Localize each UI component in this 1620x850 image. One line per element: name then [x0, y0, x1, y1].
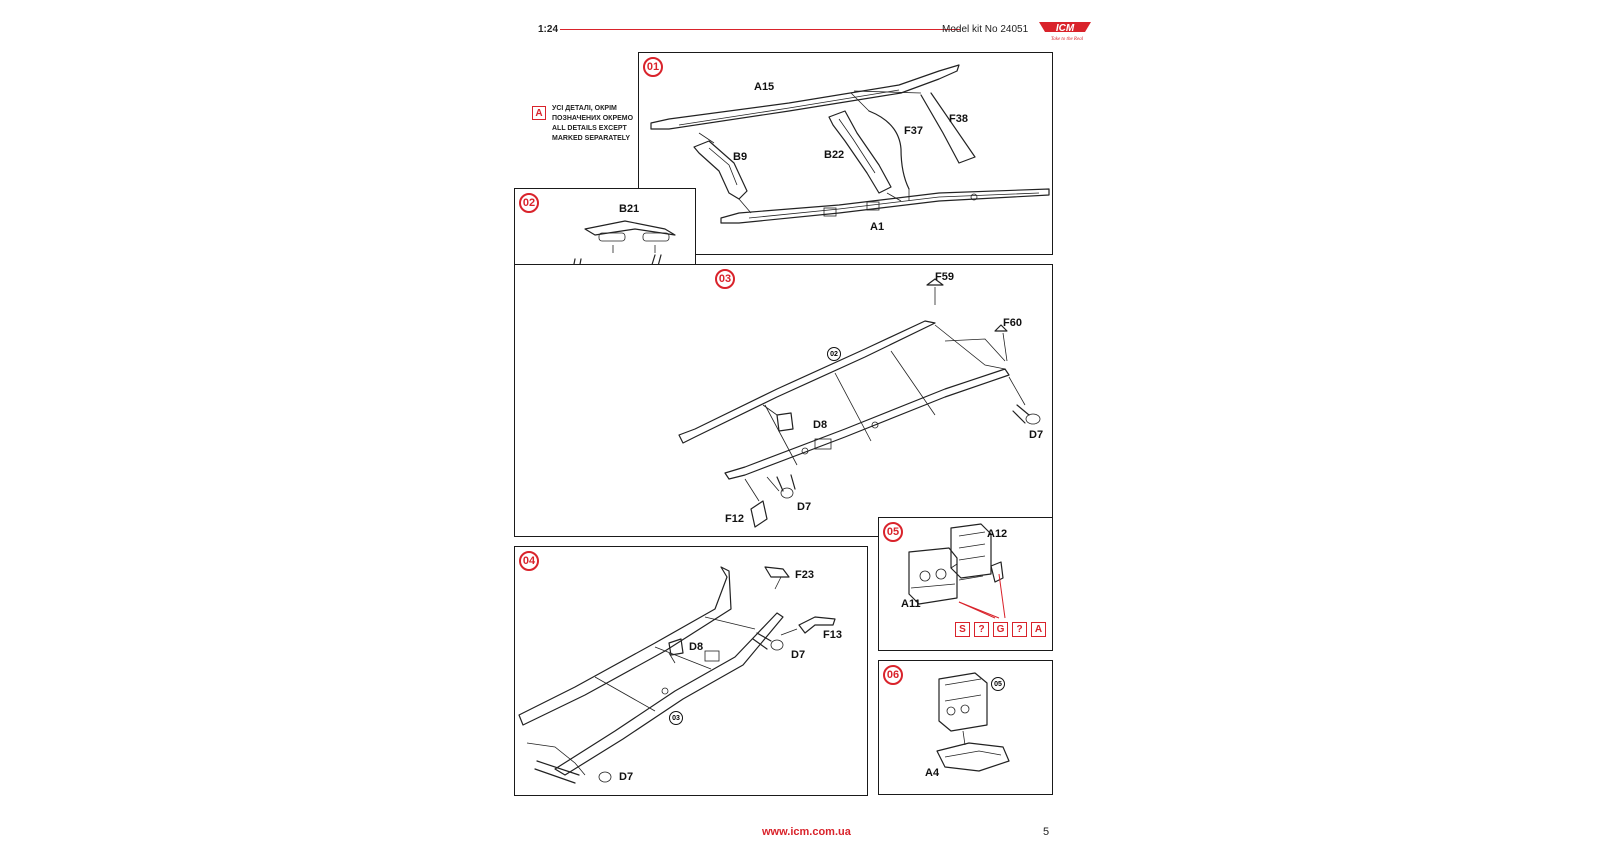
part-d7-label-lower: D7	[619, 771, 634, 783]
part-d7-label-right: D7	[1029, 429, 1044, 441]
part-a12-label: A12	[987, 528, 1008, 540]
page-number: 5	[1043, 826, 1050, 838]
part-a1-label: A1	[870, 221, 885, 233]
scale-label: 1:24	[538, 24, 559, 35]
step-01-drawing	[650, 64, 1050, 224]
part-d7-label-left: D7	[797, 501, 812, 513]
step-03-number: 03	[715, 269, 735, 289]
step-03-panel: 03 F59 F60 D8 D7 D7 F12 02	[514, 264, 1053, 537]
paint-code-unknown-1: ?	[974, 622, 989, 637]
paint-code-g: G	[993, 622, 1008, 637]
note-text: УСІ ДЕТАЛІ, ОКРІМ ПОЗНАЧЕНИХ ОКРЕМО ALL …	[552, 105, 634, 142]
part-f59-label: F59	[935, 271, 954, 283]
svg-text:ICM: ICM	[1056, 23, 1075, 34]
step-05-drawing	[908, 523, 1006, 619]
step-05-panel: 05 A12 A11 S ? G ? A	[878, 517, 1053, 651]
footer-website-link[interactable]: www.icm.com.ua	[762, 826, 851, 838]
step-06-drawing	[936, 672, 1010, 772]
part-f12-label: F12	[725, 513, 744, 525]
step-01-number: 01	[643, 57, 663, 77]
part-d8-label: D8	[689, 641, 704, 653]
step-03-drawing	[678, 278, 1041, 528]
step-06-panel: 06 A4 05	[878, 660, 1053, 795]
svg-text:Take to the Real: Take to the Real	[1051, 37, 1084, 42]
part-d8-label: D8	[813, 419, 828, 431]
step-05-number: 05	[883, 522, 903, 542]
instruction-page: 1:24 Model kit No 24051 ICM Take to the …	[514, 0, 1100, 850]
step-04-drawing	[518, 566, 836, 784]
step-04-ref: 03	[669, 711, 683, 725]
step-02-number: 02	[519, 193, 539, 213]
part-f23-label: F23	[795, 569, 814, 581]
paint-code-a: A	[1031, 622, 1046, 637]
part-d7-label-upper: D7	[791, 649, 806, 661]
part-b22-label: B22	[824, 149, 845, 161]
icm-logo-icon: ICM Take to the Real	[1039, 22, 1091, 42]
step-06-ref: 05	[991, 677, 1005, 691]
part-b21-label: B21	[619, 203, 640, 215]
step-06-number: 06	[883, 665, 903, 685]
note-badge: A	[532, 106, 546, 120]
part-f13-label: F13	[823, 629, 842, 641]
part-a11-label: A11	[901, 598, 921, 610]
part-b9-label: B9	[733, 151, 748, 163]
kit-number: Model kit No 24051	[942, 24, 1029, 35]
part-f60-label: F60	[1003, 317, 1022, 329]
step-04-number: 04	[519, 551, 539, 571]
part-a15-label: A15	[754, 81, 775, 93]
part-a4-label: A4	[925, 767, 940, 779]
step-04-panel: 04 F23 F13 D8 D7 D7 03	[514, 546, 868, 796]
paint-code-unknown-2: ?	[1012, 622, 1027, 637]
part-f38-label: F38	[949, 113, 968, 125]
step-03-ref: 02	[827, 347, 841, 361]
paint-code-s: S	[955, 622, 970, 637]
step-01-panel: 01 A15 F37 F38 B9 B22 A1	[638, 52, 1053, 255]
header-rule	[560, 29, 960, 30]
icm-logo: ICM Take to the Real	[1035, 18, 1095, 44]
part-f37-label: F37	[904, 125, 923, 137]
